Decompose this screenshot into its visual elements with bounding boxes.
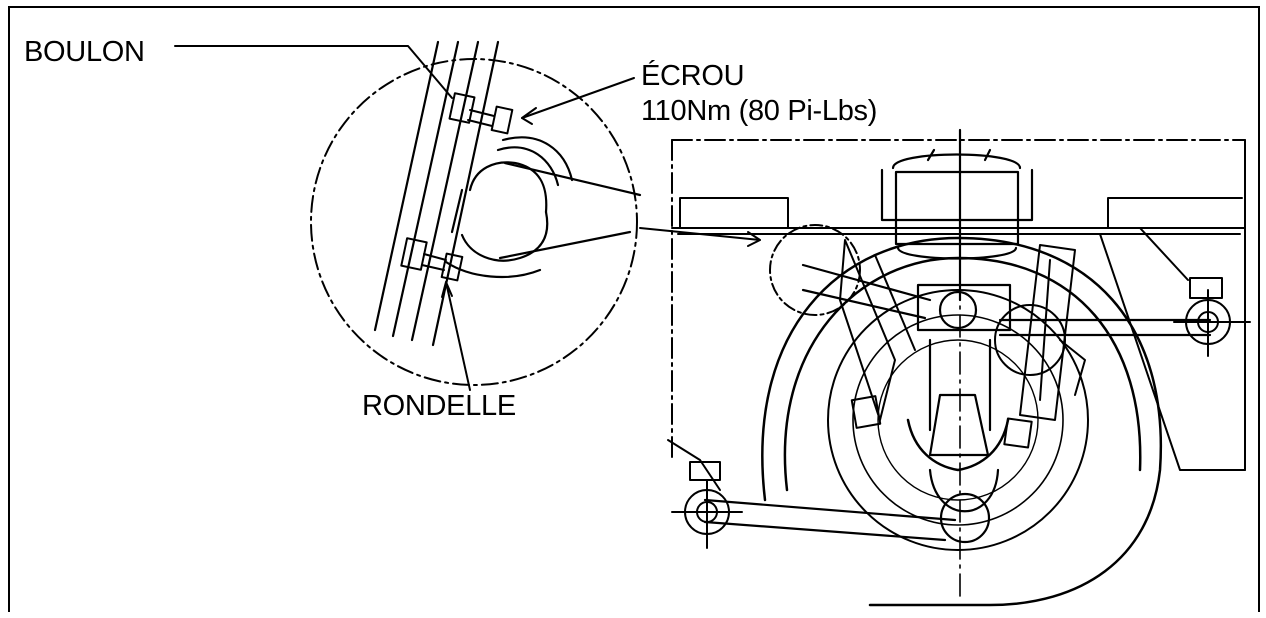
leader-bolt — [174, 45, 453, 99]
air-spring — [880, 128, 1034, 302]
label-washer: RONDELLE — [362, 390, 516, 422]
detail-mounting-plate — [373, 40, 500, 347]
label-bolt: BOULON — [24, 36, 145, 68]
leader-detail-callout — [639, 224, 861, 316]
detail-bolt-bottom — [400, 237, 464, 282]
detail-bolt-top — [448, 92, 514, 135]
hanger-bracket-right — [1139, 227, 1251, 357]
shock-absorber-right — [1003, 244, 1076, 449]
detail-bracket — [444, 136, 642, 279]
shock-absorber-left — [839, 239, 916, 429]
label-nut: ÉCROU — [641, 60, 745, 92]
tire — [761, 236, 1163, 607]
leader-washer — [441, 281, 471, 391]
hanger-bracket-left — [667, 439, 743, 549]
label-torque: 110Nm (80 Pi-Lbs) — [641, 95, 878, 127]
detail-circle — [310, 58, 638, 386]
axle-beam — [916, 283, 1012, 544]
trailing-arm — [703, 263, 1212, 542]
leader-nut — [521, 77, 635, 125]
crossmember-right — [994, 233, 1246, 471]
